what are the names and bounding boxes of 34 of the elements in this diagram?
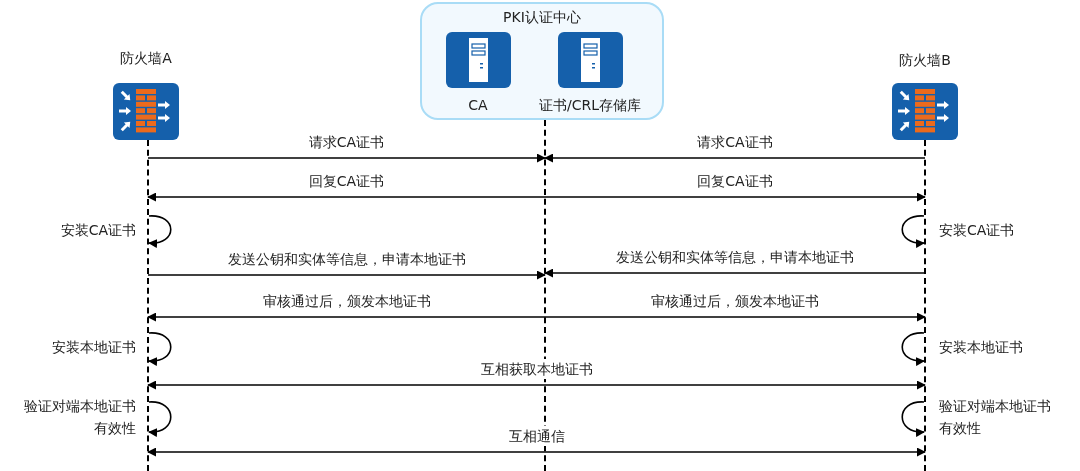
arrow xyxy=(147,153,546,163)
arrow xyxy=(147,380,926,390)
edge-label: 回复CA证书 xyxy=(695,171,775,191)
loop-arrow xyxy=(148,401,172,437)
arrow xyxy=(147,192,546,202)
edge-label: 发送公钥和实体等信息，申请本地证书 xyxy=(614,247,856,267)
edge-label: 审核通过后，颁发本地证书 xyxy=(649,291,821,311)
arrow xyxy=(544,312,926,322)
edge-label: 发送公钥和实体等信息，申请本地证书 xyxy=(225,249,468,269)
arrow xyxy=(147,312,546,322)
edge-label: 请求CA证书 xyxy=(695,132,775,152)
arrow xyxy=(544,268,926,278)
server-label: CA xyxy=(468,96,488,115)
server-label: 证书/CRL存储库 xyxy=(539,96,641,115)
edge-label: 互相获取本地证书 xyxy=(478,359,595,379)
lifeline xyxy=(147,140,149,471)
lifeline xyxy=(924,140,926,471)
loop-arrow xyxy=(148,332,172,366)
device-label: 防火墙A xyxy=(120,49,172,68)
device-label: 防火墙B xyxy=(899,51,951,70)
loop-arrow xyxy=(901,215,925,248)
edge-label: 安装本地证书 xyxy=(937,337,1025,357)
loop-arrow xyxy=(901,332,925,366)
edge-label: 安装本地证书 xyxy=(50,337,138,357)
edge-label: 互相通信 xyxy=(506,426,567,446)
loop-arrow xyxy=(901,401,925,437)
arrow xyxy=(147,447,926,457)
group-box xyxy=(420,2,664,120)
arrow xyxy=(544,192,926,202)
edge-label: 审核通过后，颁发本地证书 xyxy=(260,291,433,311)
arrow xyxy=(147,270,546,280)
arrow xyxy=(544,153,926,163)
group-title: PKI认证中心 xyxy=(503,8,581,27)
loop-arrow xyxy=(148,215,172,248)
